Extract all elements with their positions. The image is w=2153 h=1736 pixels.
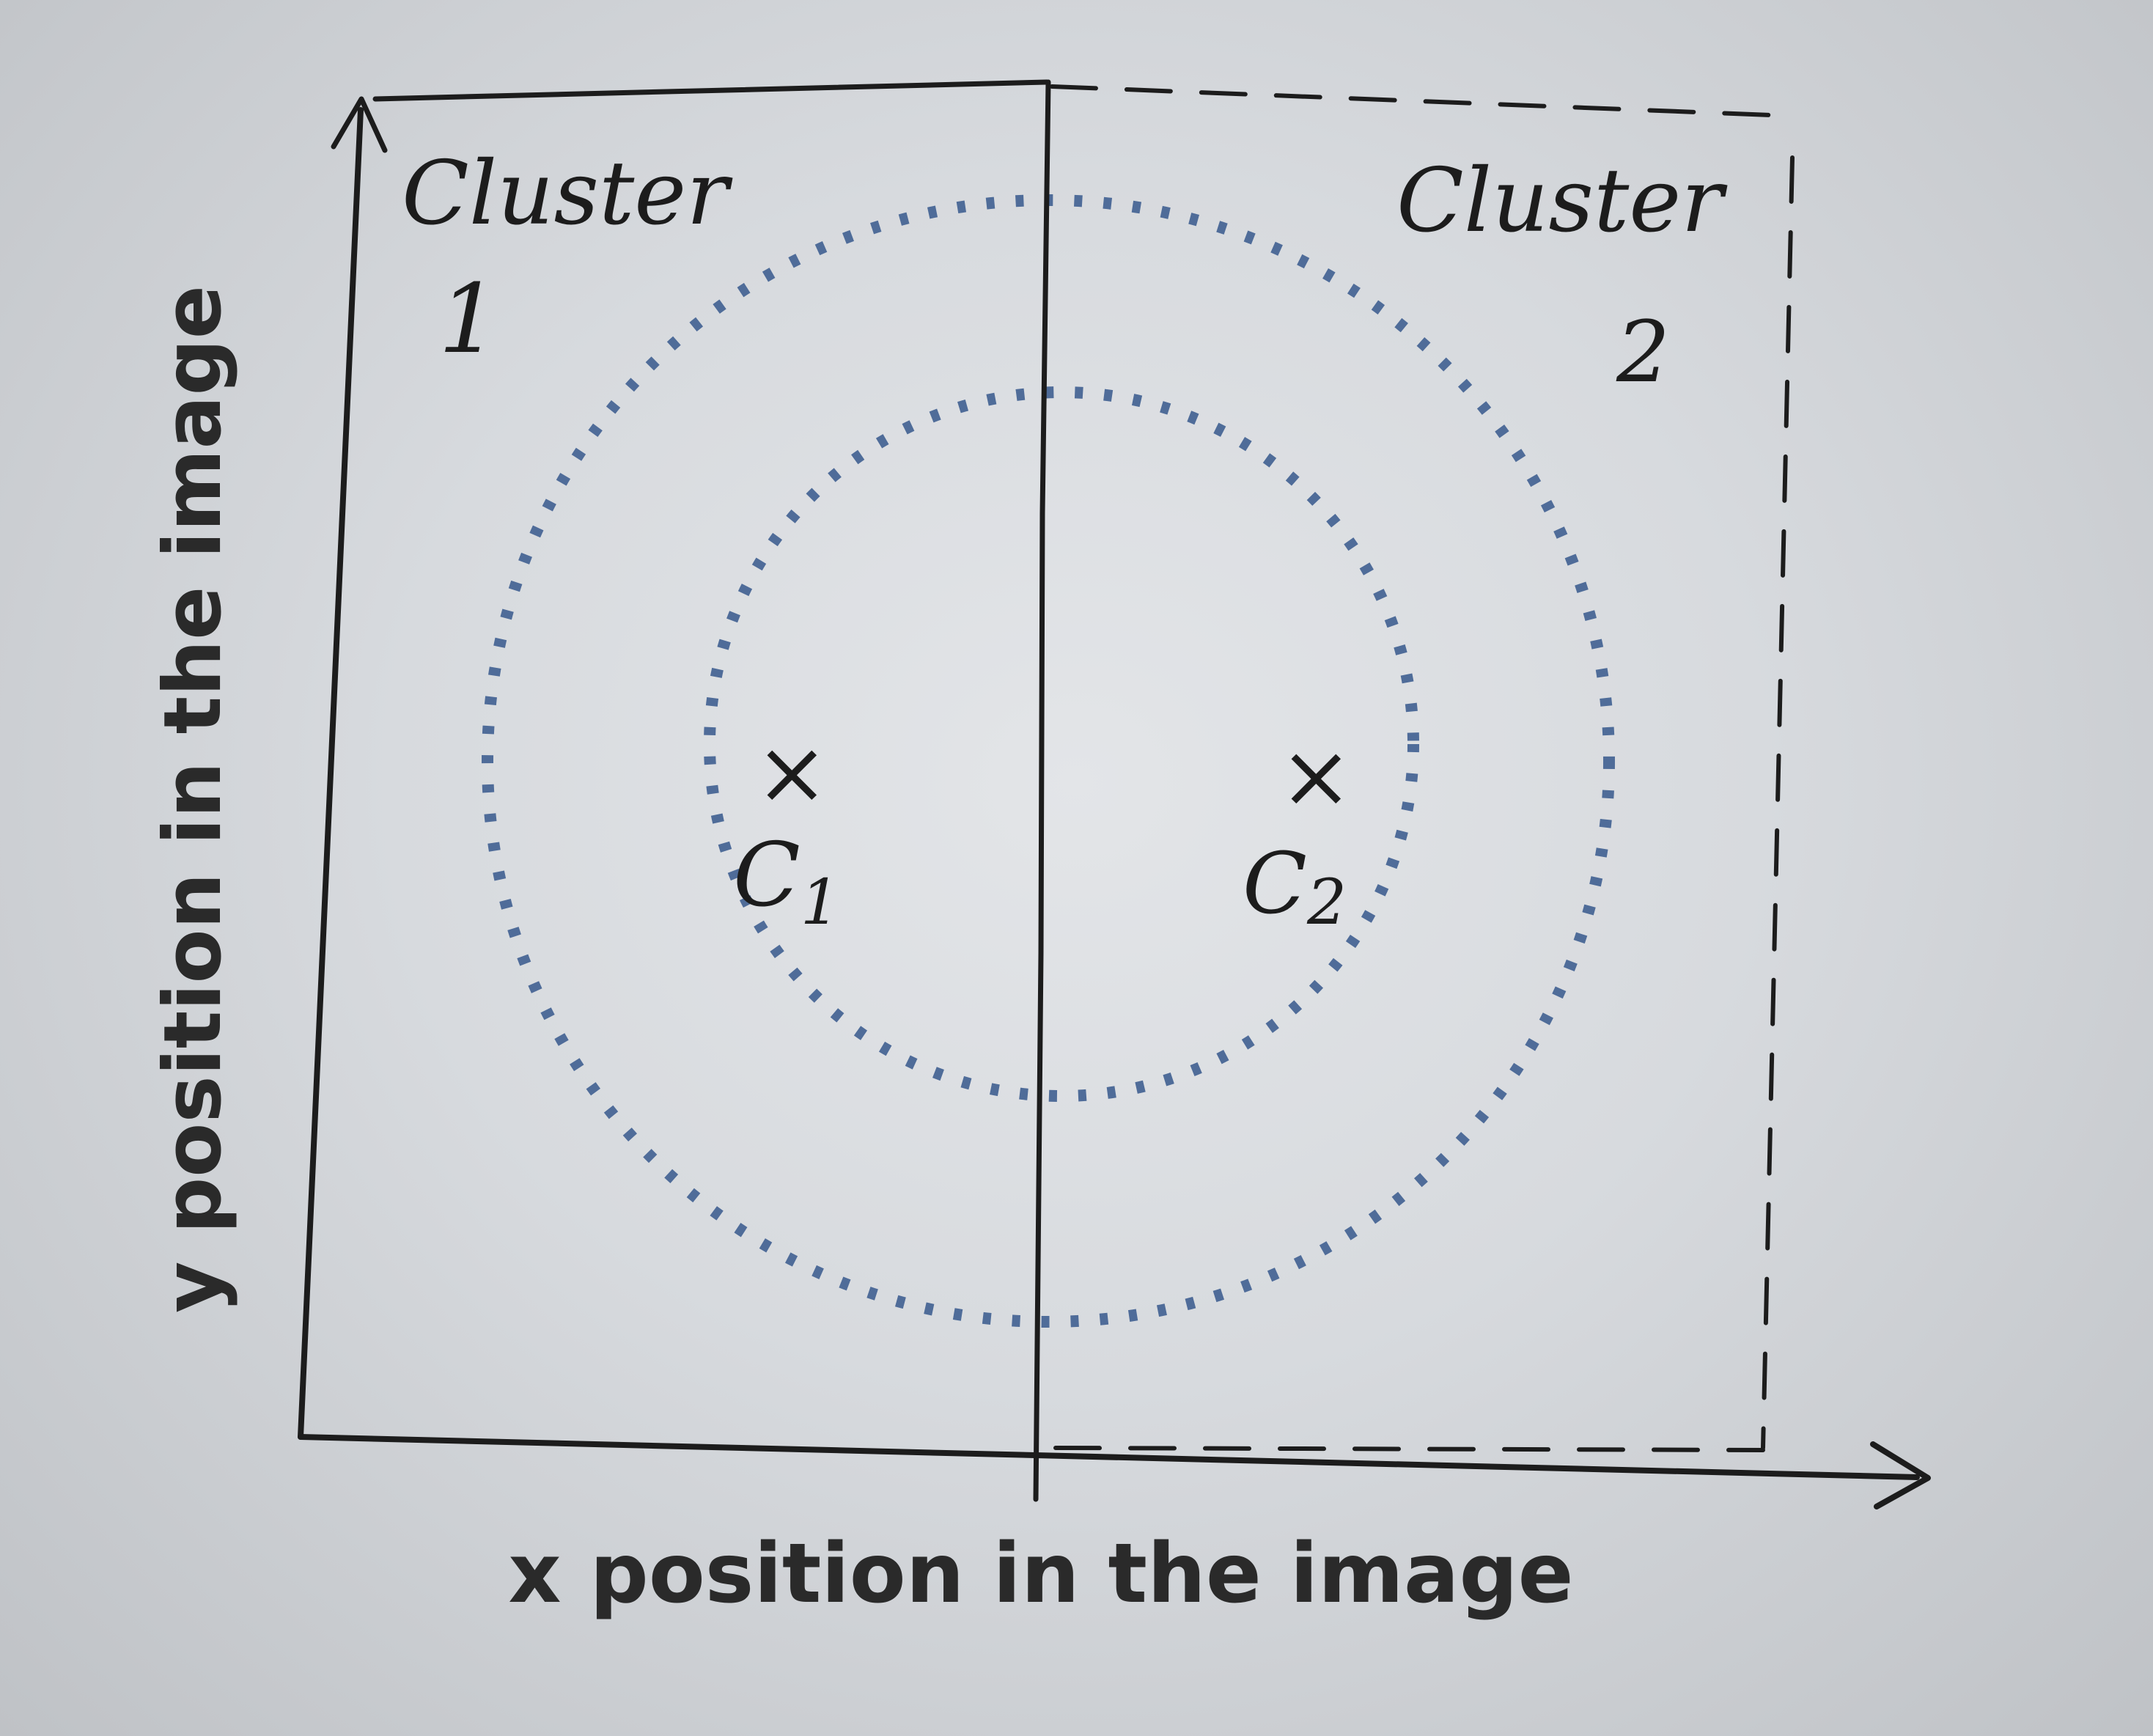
x-axis-arrowhead xyxy=(1870,1441,1931,1509)
centroid-1-marker: × xyxy=(755,722,829,824)
cluster-2-title: Cluster xyxy=(1396,150,1728,252)
outer-dotted-circle xyxy=(482,194,1615,1328)
x-axis-line xyxy=(298,1434,1920,1480)
cluster-1-box xyxy=(372,79,1050,102)
y-axis-line xyxy=(298,107,364,1440)
cluster-1-title: Cluster xyxy=(402,143,733,245)
cluster-2-bottom-edge xyxy=(1053,1446,1765,1452)
cluster-2-dashed-box xyxy=(1050,84,1795,1452)
centroid-1-subscript: 1 xyxy=(801,867,840,939)
cluster-1-number: 1 xyxy=(438,263,499,375)
centroid-2-marker: × xyxy=(1279,726,1353,828)
x-axis xyxy=(298,1434,1931,1509)
x-axis-label: x position in the image xyxy=(508,1526,1573,1622)
centroid-1-label: C1 xyxy=(733,825,840,939)
cluster-divider-line xyxy=(1033,79,1051,1502)
centroid-2-letter: C xyxy=(1243,835,1307,933)
cluster-1-top-edge xyxy=(372,79,1050,102)
y-axis xyxy=(298,96,388,1440)
y-axis-label: y position in the image xyxy=(147,285,239,1313)
inner-dotted-circle xyxy=(704,386,1419,1102)
y-axis-arrowhead xyxy=(331,96,388,153)
centroid-2-subscript: 2 xyxy=(1306,867,1347,939)
cluster-2-right-edge xyxy=(1761,155,1795,1450)
centroid-1-letter: C xyxy=(733,825,801,927)
cluster-2-number: 2 xyxy=(1616,304,1670,402)
cluster-2-top-edge xyxy=(1050,84,1791,118)
centroid-2-label: C2 xyxy=(1243,835,1347,939)
